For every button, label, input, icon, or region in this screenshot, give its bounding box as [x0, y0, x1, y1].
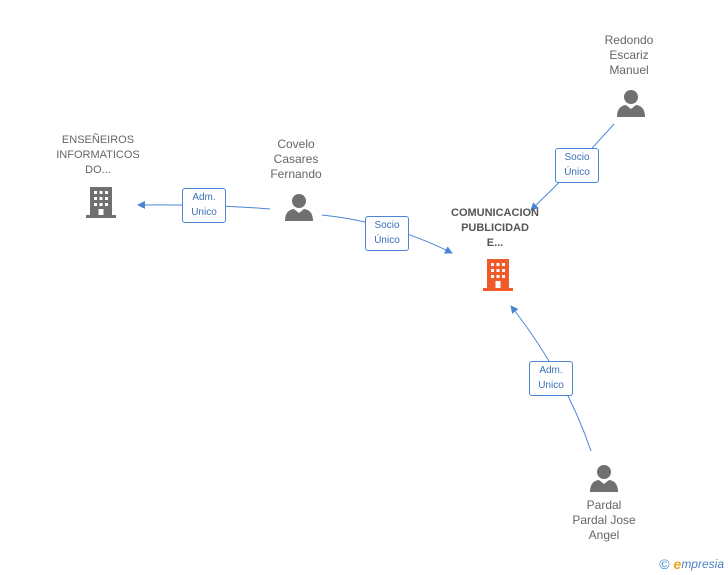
building-icon[interactable]	[482, 257, 514, 293]
edge-label-covelo-center[interactable]: Socio Único	[365, 216, 409, 251]
edge-label-covelo-company[interactable]: Adm. Unico	[182, 188, 226, 223]
company-left-label: ENSEÑEIROS INFORMATICOS DO...	[56, 134, 140, 176]
person-redondo-label: Redondo Escariz Manuel	[604, 33, 654, 77]
edge-label-redondo-center[interactable]: Socio Único	[555, 148, 599, 183]
person-icon[interactable]	[284, 192, 314, 222]
person-icon[interactable]	[589, 463, 619, 493]
person-icon[interactable]	[616, 88, 646, 118]
copyright-icon: ©	[659, 556, 670, 572]
center-company-label: COMUNICACION PUBLICIDAD E...	[451, 207, 539, 249]
building-icon[interactable]	[85, 185, 117, 219]
person-pardal-label: Pardal Pardal Jose Angel	[572, 498, 636, 542]
person-covelo-label: Covelo Casares Fernando	[270, 137, 322, 181]
edge-label-pardal-center[interactable]: Adm. Unico	[529, 361, 573, 396]
